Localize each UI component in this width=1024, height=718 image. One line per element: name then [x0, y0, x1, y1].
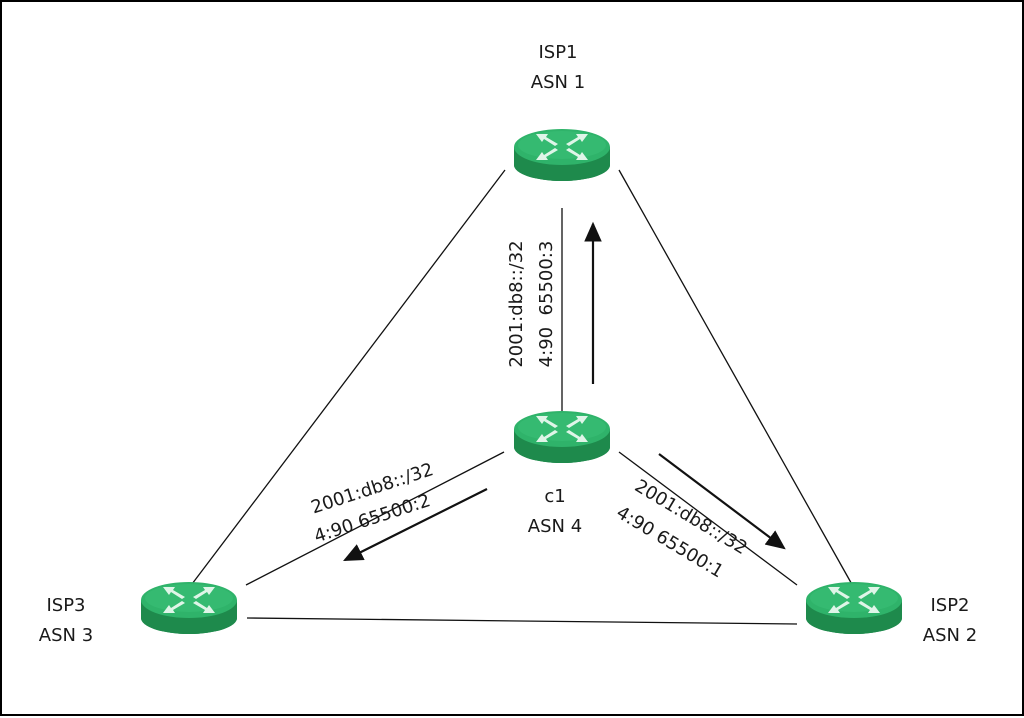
arrow-to-isp3 — [343, 488, 488, 561]
isp3-name-label: ISP3 — [46, 595, 85, 616]
isp2-name-label: ISP2 — [930, 595, 969, 616]
link-isp3-isp2 — [246, 617, 798, 625]
arrow-to-isp2 — [658, 453, 786, 550]
router-isp2-icon[interactable] — [806, 582, 902, 634]
router-isp1-icon[interactable] — [514, 129, 610, 181]
router-isp3-icon[interactable] — [141, 582, 237, 634]
link-isp1-isp2 — [618, 169, 855, 589]
route-isp1-prefix: 2001:db8::/32 — [506, 240, 527, 367]
router-c1-icon[interactable] — [514, 411, 610, 463]
c1-name-label: c1 — [544, 486, 565, 507]
isp2-asn-label: ASN 2 — [923, 625, 977, 646]
link-isp1-isp3 — [188, 169, 506, 589]
isp1-name-label: ISP1 — [538, 42, 577, 63]
link-c1-isp2 — [618, 451, 798, 586]
link-c1-isp3 — [245, 451, 505, 586]
isp1-asn-label: ASN 1 — [531, 72, 585, 93]
isp3-asn-label: ASN 3 — [39, 625, 93, 646]
route-isp1-community: 4:90 65500:3 — [536, 241, 557, 368]
c1-asn-label: ASN 4 — [528, 516, 582, 537]
